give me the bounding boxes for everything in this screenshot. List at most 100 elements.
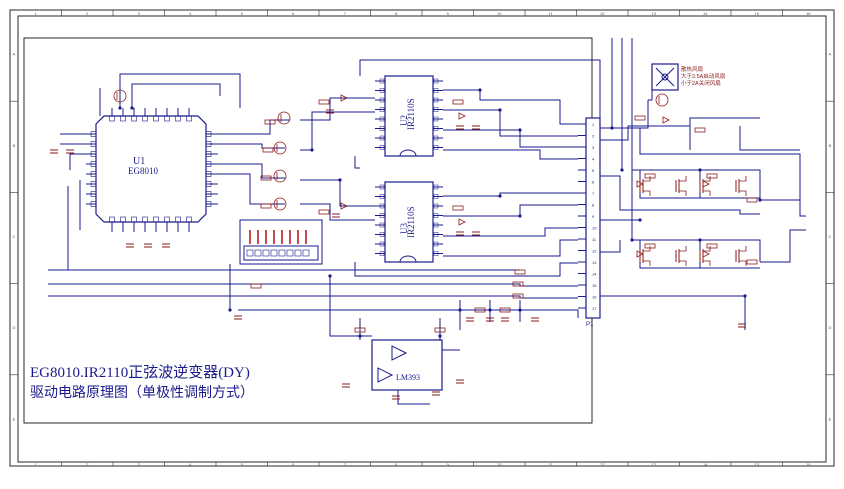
wire-segment [300, 203, 375, 221]
frame-col-label: 4 [189, 11, 192, 16]
ir2110-pin-pad [433, 222, 439, 228]
discrete-components [50, 89, 758, 400]
ir2110-pin-pad [379, 203, 385, 209]
ir2110-pin-pad [433, 88, 439, 93]
eg8010-pin-pad [205, 171, 212, 177]
wire-segment [119, 73, 241, 108]
wire-segment [600, 219, 640, 253]
frame-row-label: E [829, 416, 832, 421]
wire-junction [310, 148, 314, 152]
frame-row-label: D [13, 325, 16, 330]
frame-col-label: 11 [549, 462, 554, 467]
eg8010-pin-pad [205, 191, 212, 197]
wire-segment [443, 109, 578, 137]
connector-pin-number: 12 [592, 249, 597, 254]
frame-col-label: 7 [344, 11, 347, 16]
frame-col-label: 16 [806, 462, 811, 467]
connector-ref: P1 [586, 322, 594, 328]
wire-junction [438, 334, 442, 338]
mosfet-terminals [643, 176, 651, 196]
frame-row-label: D [829, 325, 832, 330]
lm393-chip[interactable]: LM393 [371, 339, 443, 391]
eg8010-chip[interactable]: U1 EG8010 [95, 115, 207, 223]
ir2110-pin-pad [433, 194, 439, 199]
connector-pin-number: 11 [592, 237, 597, 242]
ir2110-pin-pad [379, 116, 385, 122]
wire-segment [443, 227, 578, 237]
eg8010-pin-pad [175, 216, 181, 223]
wire-segment [218, 163, 285, 179]
wire-segment [300, 111, 375, 151]
ir2110-pin-pad [379, 213, 385, 218]
eg8010-pin-pad [90, 151, 97, 157]
frame-col-label: 3 [138, 11, 141, 16]
resistor [434, 327, 446, 333]
wire-segment [443, 192, 578, 197]
wire-junction [610, 126, 614, 130]
resistor [452, 99, 464, 105]
frame-zone-labels: 1122334455667788991010111112121313141415… [13, 11, 832, 467]
eg8010-pin-pad [109, 216, 115, 223]
eg8010-pin-pad [109, 115, 115, 122]
eg8010-pin-pad [205, 181, 212, 187]
frame-row-label: A [829, 52, 832, 57]
frame-col-label: 9 [447, 11, 450, 16]
eg8010-pin-pad [205, 141, 212, 147]
resistor [512, 281, 524, 287]
wire-junction [498, 194, 502, 198]
frame-col-label: 5 [241, 11, 244, 16]
frame-col-label: 8 [395, 11, 398, 16]
frame-col-label: 9 [447, 462, 450, 467]
frame-row-label: B [13, 143, 16, 148]
mosfet-terminals [679, 176, 687, 196]
ir2110-pin-pad [379, 222, 385, 228]
ir2110-u2-chip[interactable]: U2 IR2110S [384, 75, 434, 157]
fan-label-1: 散热风扇 [681, 65, 703, 73]
connector-p1[interactable]: P1 [585, 117, 601, 328]
wire-segment [443, 239, 578, 257]
connector-pin-number: 6 [592, 180, 595, 185]
wire-segment [640, 90, 653, 129]
frame-col-label: 2 [86, 462, 89, 467]
eg8010-pin-pad [153, 216, 159, 223]
wire-segment [300, 179, 375, 207]
resistor [746, 259, 758, 265]
cooling-fan[interactable] [651, 63, 679, 91]
ir2110-pin-pad [433, 97, 439, 103]
diode [458, 112, 466, 120]
wire-junction [698, 238, 702, 242]
wire-segment [689, 126, 800, 151]
wire-segment [600, 127, 801, 200]
diode [458, 218, 466, 226]
transistor [113, 89, 127, 103]
diode [702, 180, 710, 188]
frame-col-label: 6 [292, 462, 295, 467]
ir2110-u3-chip[interactable]: U3 IR2110S [384, 181, 434, 263]
ir2110-pin-pad [379, 194, 385, 199]
lm393-part: LM393 [396, 373, 420, 382]
wire-segment [329, 276, 372, 337]
wire-junction [328, 274, 332, 278]
resistor [318, 209, 330, 215]
connector-pin-number: 3 [592, 145, 595, 150]
resistor [318, 99, 330, 105]
ir2110-pin-pad [433, 78, 439, 84]
connector-pin-number: 16 [592, 295, 597, 300]
connector-pin-number: 17 [592, 306, 597, 311]
frame-col-label: 4 [189, 462, 192, 467]
mosfet-terminals [703, 246, 711, 266]
ir2110-pin-pad [433, 184, 439, 190]
wire-junction [518, 308, 522, 312]
dip-switch-block[interactable] [239, 219, 323, 265]
wire-segment [218, 119, 290, 135]
connector-pin-number: 1 [592, 122, 595, 127]
dip-switch-pad [270, 249, 278, 257]
ir2110-pin-pad [379, 232, 385, 237]
frame-col-label: 14 [703, 11, 708, 16]
eg8010-pin-pad [90, 181, 97, 187]
dip-switch-pad [294, 249, 302, 257]
ir2110-u3-ref: U3 [399, 223, 409, 234]
connector-pin-number: 8 [592, 203, 595, 208]
wire-segment [459, 300, 521, 330]
